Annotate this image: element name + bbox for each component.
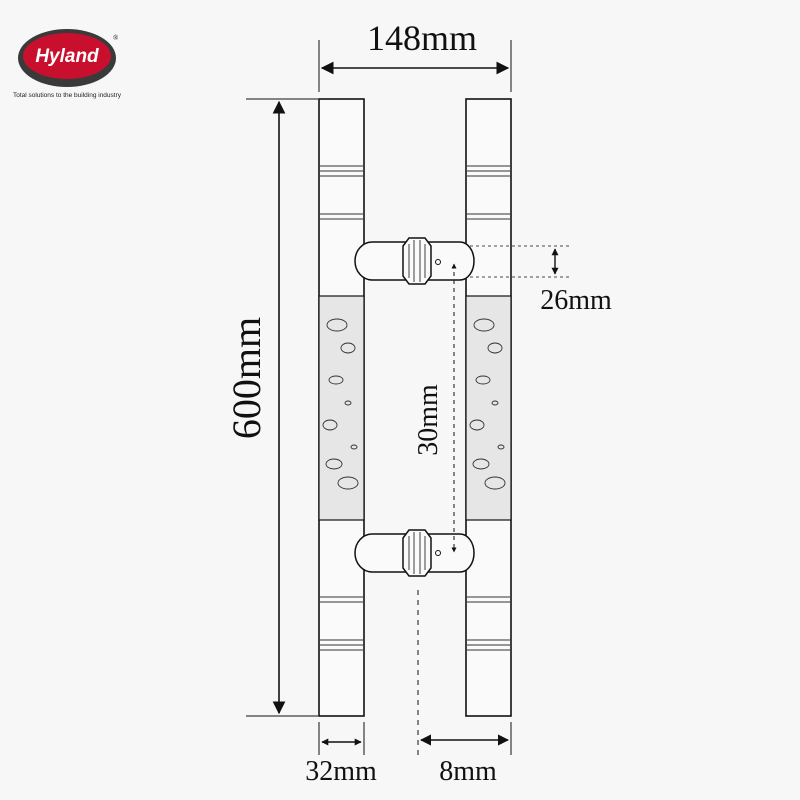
dimension-overall-height: 600mm — [224, 98, 318, 717]
overall-height-label: 600mm — [224, 317, 269, 439]
brand-logo: Hyland ® Total solutions to the building… — [13, 29, 122, 99]
right-handle-bar — [465, 98, 512, 717]
dimension-inner-spacing: 30mm — [413, 263, 457, 553]
left-handle-bar — [318, 98, 365, 717]
post-height-label: 26mm — [540, 285, 612, 316]
dimension-bar-width: 32mm — [305, 722, 377, 787]
top-standoff-connector — [354, 237, 475, 285]
dimension-post-height: 26mm — [470, 245, 612, 316]
bar-width-label: 32mm — [305, 756, 377, 787]
logo-wordmark: Hyland — [35, 46, 99, 67]
bottom-standoff-connector — [354, 529, 475, 577]
dimension-post-offset: 8mm — [419, 722, 512, 787]
logo-registered-mark: ® — [113, 34, 119, 42]
inner-spacing-label: 30mm — [413, 384, 444, 456]
logo-badge-inner — [23, 33, 111, 79]
right-grip-panel — [465, 295, 512, 521]
dimension-overall-width: 148mm — [318, 18, 512, 92]
post-offset-label: 8mm — [439, 756, 497, 787]
logo-tagline: Total solutions to the building industry — [13, 92, 122, 99]
overall-width-label: 148mm — [367, 18, 477, 58]
left-grip-panel — [318, 295, 365, 521]
